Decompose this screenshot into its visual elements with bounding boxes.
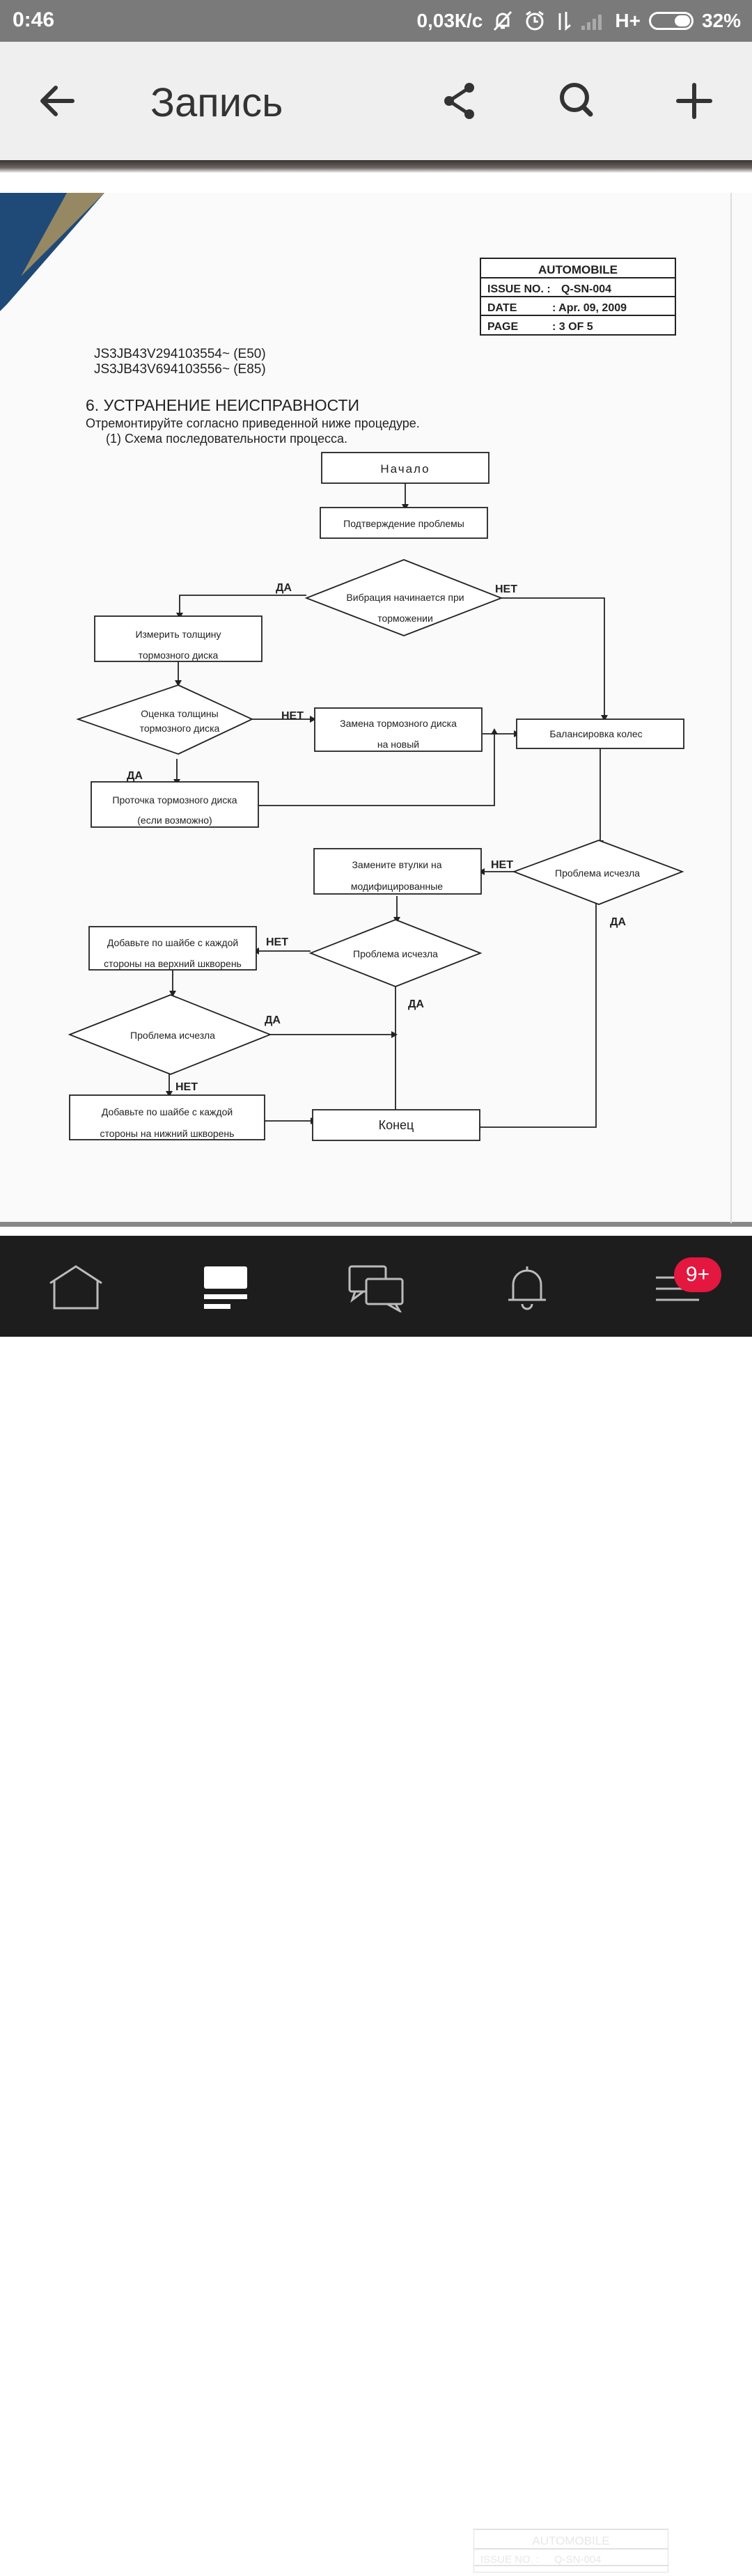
stamp-issue-label: ISSUE NO. : [487, 283, 551, 295]
alarm-icon [526, 10, 545, 31]
flow-confirm-label: Подтверждение проблемы [343, 518, 464, 529]
section-subtitle: (1) Схема последовательности процесса. [106, 432, 347, 446]
section-title: 6. УСТРАНЕНИЕ НЕИСПРАВНОСТИ [86, 396, 359, 414]
signal-icon [581, 15, 602, 30]
notification-count-badge: 9+ [674, 1257, 721, 1292]
app-bar: Запись [0, 42, 752, 160]
section-intro: Отремонтируйте согласно приведенной ниже… [86, 416, 420, 430]
battery-percent: 32% [701, 10, 741, 31]
data-transfer-icon [558, 12, 572, 31]
status-right: 0,03К/с H+ 32% [416, 7, 741, 35]
flow-bushings-label-2: модифицированные [351, 881, 443, 892]
flow-machining-label-2: (если возможно) [137, 815, 212, 826]
document-page[interactable]: AUTOMOBILE ISSUE NO. : Q-SN-004 DATE : A… [0, 193, 752, 1227]
battery-icon [648, 12, 694, 30]
share-icon[interactable] [437, 78, 483, 124]
flow-balance-box [516, 718, 684, 749]
back-arrow-icon[interactable] [35, 78, 81, 124]
notifications-muted-icon [494, 10, 512, 31]
network-speed: 0,03К/с [416, 10, 483, 31]
feed-icon[interactable] [194, 1264, 257, 1312]
flow-replace-disc-label-1: Замена тормозного диска [340, 718, 457, 729]
flow-measure-box [94, 615, 263, 662]
flow-end-label: Конец [379, 1118, 414, 1132]
branch-no-problem-1: НЕТ [491, 859, 513, 871]
stamp-page-label: PAGE [487, 321, 518, 333]
branch-no-problem-3: НЕТ [175, 1081, 198, 1093]
flow-balance-label: Балансировка колес [549, 728, 642, 739]
flow-problem-gone-decision-1 [512, 840, 684, 905]
ghost-stamp-header: AUTOMOBILE [532, 2534, 609, 2547]
flow-measure-label-1: Измерить толщину [135, 629, 221, 640]
flow-machining-box [91, 781, 259, 828]
add-icon[interactable] [671, 78, 717, 124]
flow-washer-upper-label-1: Добавьте по шайбе с каждой [107, 937, 238, 948]
search-icon[interactable] [554, 78, 600, 124]
branch-yes-problem-3: ДА [265, 1014, 281, 1026]
flow-problem-gone-label-1: Проблема исчезла [555, 867, 640, 879]
stamp-header: AUTOMOBILE [538, 263, 618, 276]
branch-yes-problem-1: ДА [610, 916, 626, 928]
flow-bushings-box [313, 848, 482, 895]
home-icon[interactable] [45, 1264, 107, 1312]
next-page-ghost: AUTOMOBILE ISSUE NO. : Q-SN-004 [473, 2522, 669, 2576]
vin-line-1: JS3JB43V294103554~ (E50) [94, 347, 266, 361]
branch-no-vibration: НЕТ [495, 583, 517, 595]
flow-replace-disc-label-2: на новый [377, 739, 419, 750]
flow-bushings-label-1: Замените втулки на [352, 859, 441, 870]
flow-washer-lower-label-1: Добавьте по шайбе с каждой [102, 1106, 233, 1117]
flow-problem-gone-decision-3 [68, 994, 272, 1075]
flow-washer-lower-label-2: стороны на нижний шкворень [100, 1128, 235, 1139]
ghost-stamp-issue-value: Q-SN-004 [554, 2554, 602, 2566]
network-type: H+ [615, 10, 641, 31]
flow-vibration-label-2: торможении [377, 613, 433, 624]
flow-start-label: Начало [380, 462, 430, 476]
branch-yes-problem-2: ДА [408, 998, 424, 1010]
stamp-date-label: DATE [487, 302, 517, 314]
flow-start-box [321, 452, 489, 484]
flow-problem-gone-label-2: Проблема исчезла [353, 948, 438, 959]
previous-page-edge [0, 160, 752, 173]
flow-confirm-box [320, 507, 488, 539]
flow-vibration-decision [304, 559, 503, 636]
stamp-page-value: : 3 OF 5 [552, 321, 593, 333]
bottom-navigation: AUTOMOBILE ISSUE NO. : Q-SN-004 [0, 1236, 752, 2573]
flow-evaluate-label-1: Оценка толщины [141, 708, 218, 719]
document-stamp: AUTOMOBILE ISSUE NO. : Q-SN-004 DATE : A… [480, 258, 676, 336]
vin-line-2: JS3JB43V694103556~ (E85) [94, 362, 266, 377]
troubleshooting-flowchart [169, 483, 605, 1128]
flow-problem-gone-label-3: Проблема исчезла [130, 1030, 215, 1041]
branch-yes-vibration: ДА [276, 582, 292, 594]
branch-no-evaluate: НЕТ [281, 710, 304, 722]
ghost-stamp-issue-label: ISSUE NO. : [480, 2554, 539, 2566]
flow-replace-disc-box [314, 707, 483, 752]
stamp-issue-value: Q-SN-004 [561, 283, 611, 295]
flow-evaluate-decision [76, 684, 254, 755]
branch-no-problem-2: НЕТ [266, 936, 288, 948]
flow-problem-gone-decision-2 [308, 919, 483, 987]
flow-washer-upper-label-2: стороны на верхний шкворень [104, 958, 242, 969]
flow-end-box [312, 1109, 480, 1141]
flow-washer-upper-box [88, 926, 257, 971]
branch-yes-evaluate: ДА [127, 770, 143, 782]
page-title: Запись [150, 80, 283, 125]
flow-evaluate-label-2: тормозного диска [140, 723, 220, 734]
messages-icon[interactable] [345, 1264, 408, 1314]
flow-measure-label-2: тормозного диска [139, 650, 219, 661]
stamp-date-value: : Apr. 09, 2009 [552, 302, 627, 314]
flow-vibration-label-1: Вибрация начинается при [346, 592, 464, 603]
flow-washer-lower-box [69, 1094, 265, 1140]
flow-machining-label-1: Проточка тормозного диска [112, 794, 237, 806]
status-bar: 0:46 0,03К/с H+ 32% [0, 0, 752, 42]
status-time: 0:46 [13, 8, 55, 31]
notifications-icon[interactable] [496, 1264, 558, 1312]
